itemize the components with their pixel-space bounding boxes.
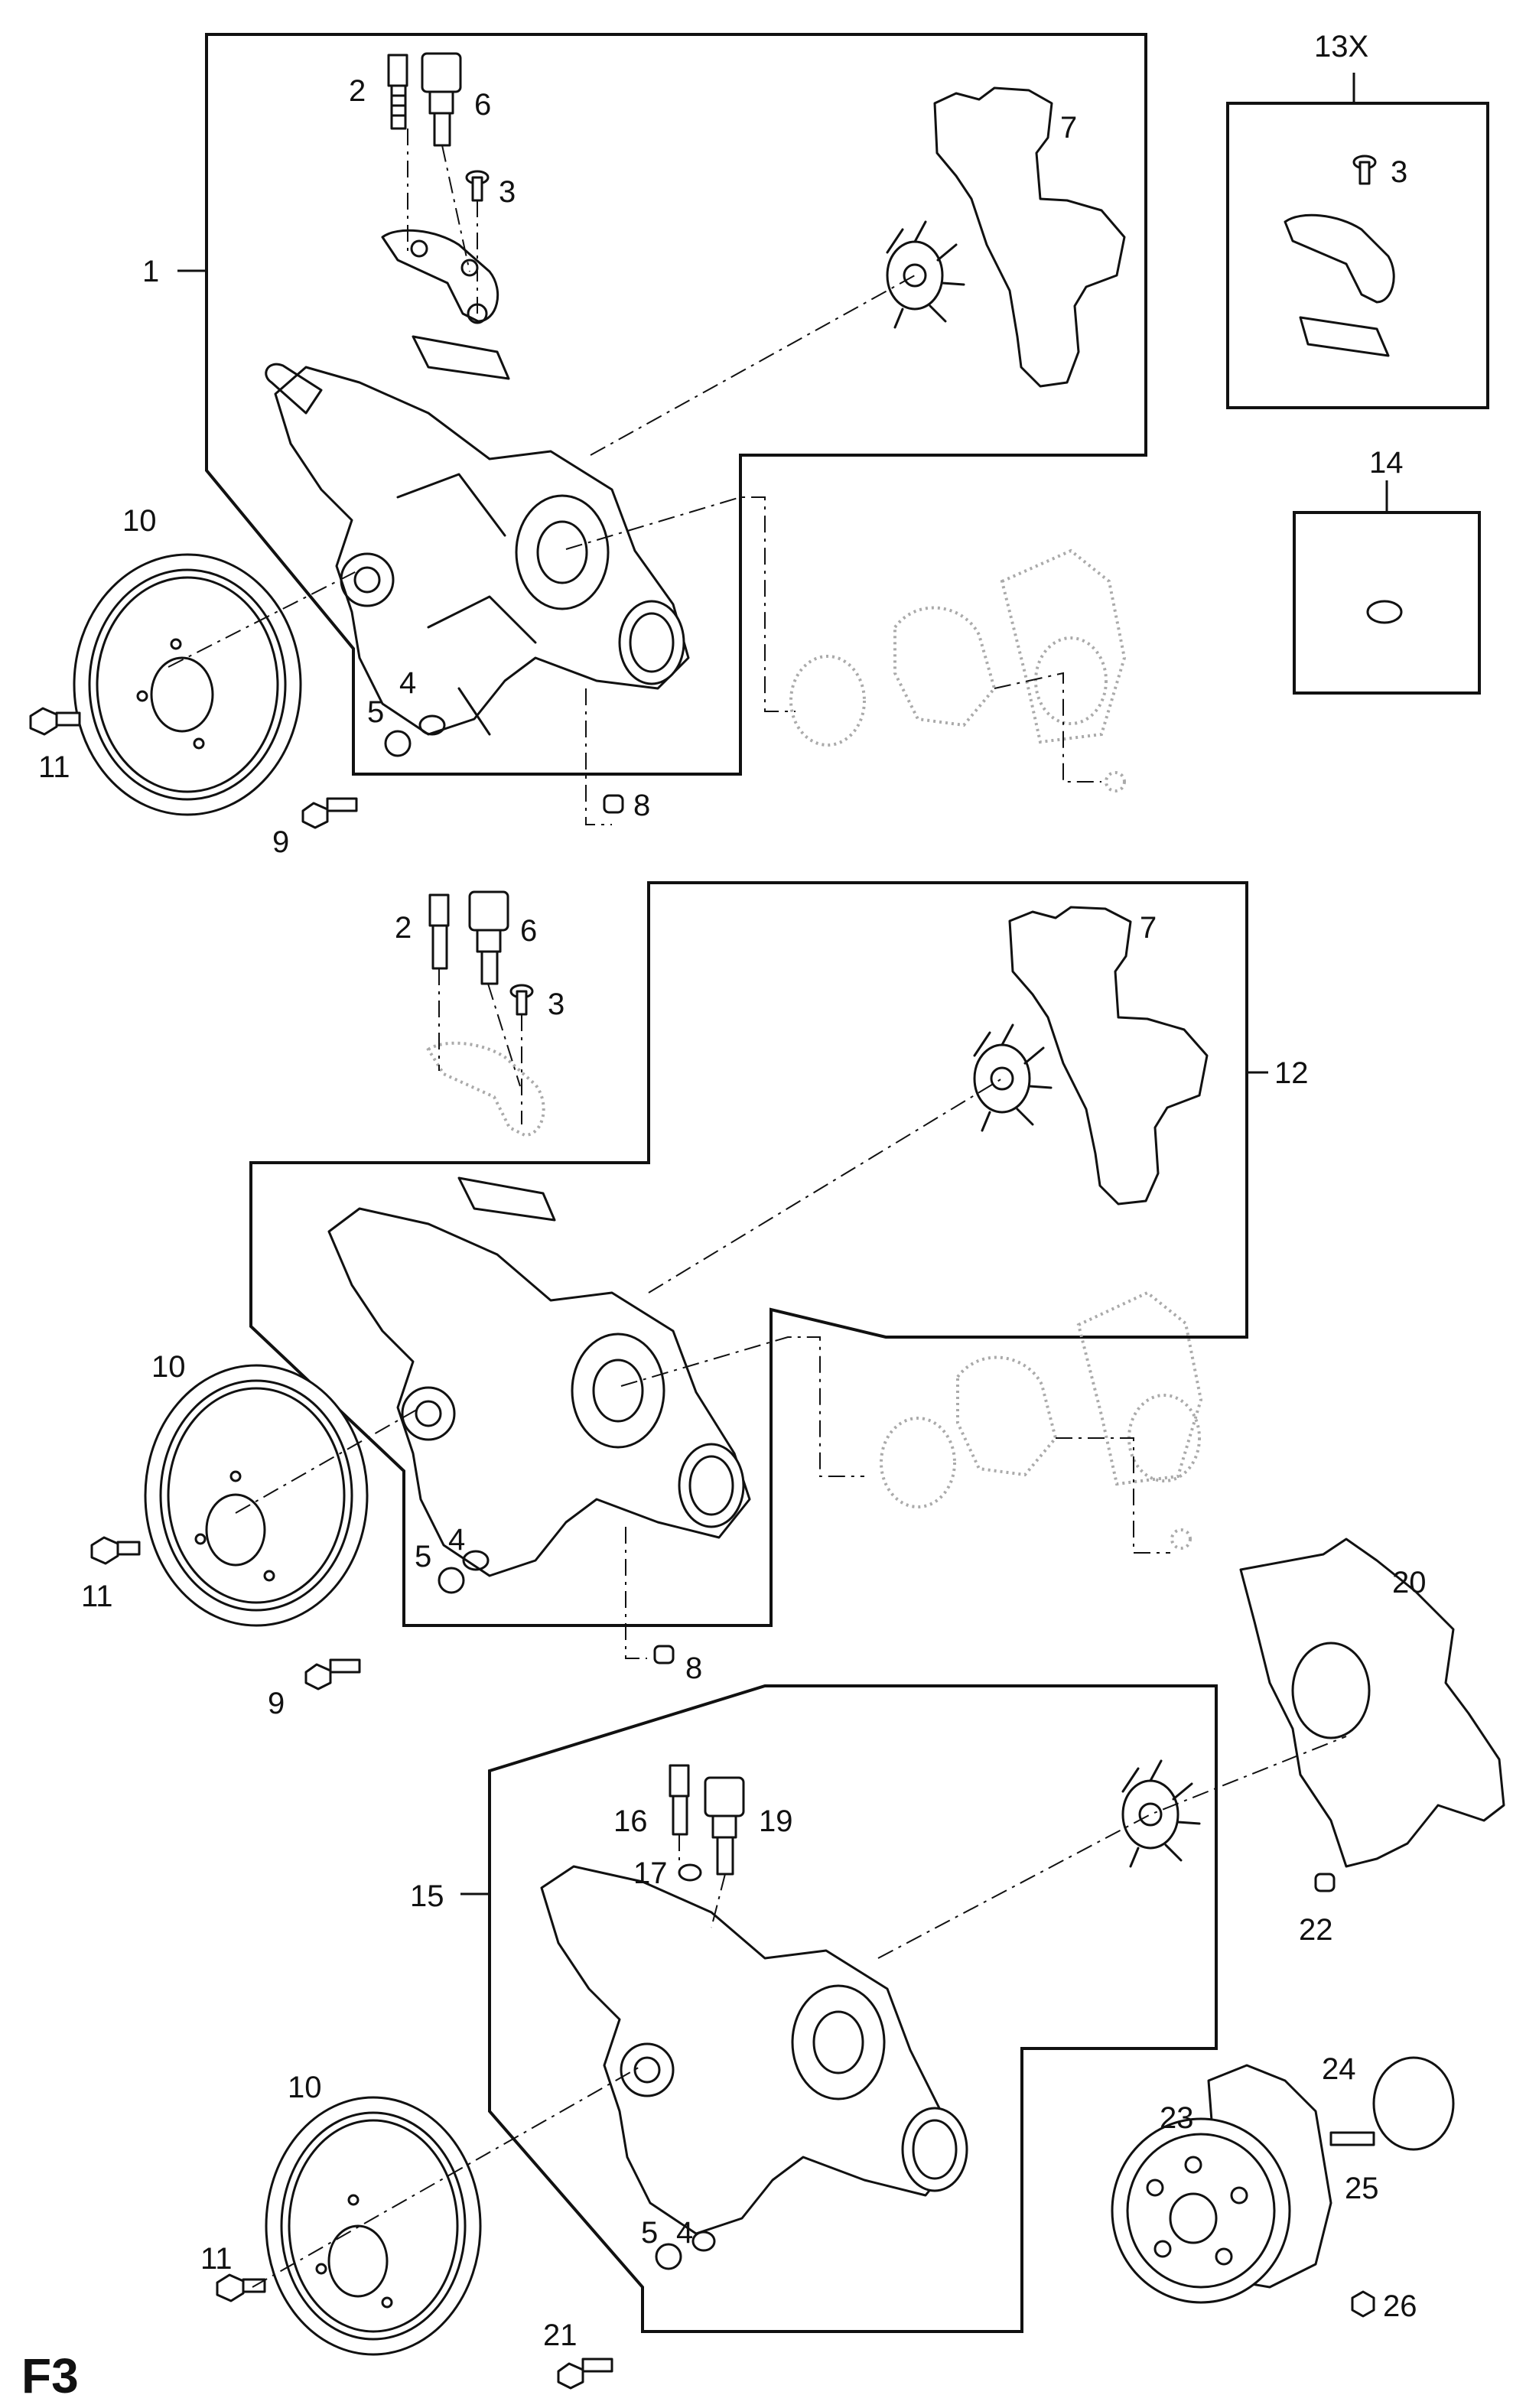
- screw-3: [509, 984, 534, 1016]
- bolt-9: [304, 1658, 361, 1690]
- water-pump-housing: [265, 363, 690, 736]
- bolt-16: [669, 1764, 690, 1836]
- callout-11-c: 11: [200, 2242, 233, 2276]
- small-gasket: [457, 1176, 556, 1222]
- small-gasket: [412, 335, 510, 380]
- water-pump-housing: [327, 1207, 751, 1577]
- callout-17: 17: [633, 1856, 668, 1890]
- bolt-11: [29, 707, 81, 736]
- callout-20: 20: [1392, 1566, 1427, 1599]
- bolt-5: [655, 2243, 682, 2270]
- water-pump-housing: [540, 1865, 968, 2235]
- kit-13x-parts: [1284, 155, 1395, 357]
- callout-3: 3: [499, 175, 516, 209]
- seal-17: [678, 1863, 702, 1882]
- callout-12: 12: [1274, 1056, 1309, 1090]
- screw-3: [465, 170, 490, 202]
- callout-8-b: 8: [685, 1651, 702, 1685]
- callout-5-c: 5: [641, 2216, 658, 2250]
- callout-5: 5: [367, 695, 384, 729]
- callout-10-c: 10: [288, 2071, 322, 2104]
- impeller: [1121, 1759, 1201, 1868]
- sensor-6: [421, 52, 462, 147]
- impeller: [886, 220, 965, 329]
- callout-2: 2: [349, 74, 366, 108]
- ghost-thermostat-group: [789, 548, 1127, 792]
- callout-13x: 13X: [1314, 30, 1368, 63]
- pulley: [144, 1364, 369, 1627]
- callout-24: 24: [1322, 2052, 1356, 2086]
- plug-8: [653, 1645, 675, 1664]
- stud-25: [1329, 2131, 1375, 2146]
- bolt-2: [428, 893, 450, 970]
- callout-15: 15: [410, 1879, 444, 1913]
- ghost-thermostat-group: [880, 1290, 1203, 1550]
- callout-22: 22: [1299, 1913, 1333, 1947]
- callout-23: 23: [1160, 2101, 1194, 2135]
- water-pump-23: [1111, 2064, 1332, 2304]
- callout-7: 7: [1060, 111, 1077, 145]
- sensor-6: [468, 890, 509, 985]
- sensor-19: [704, 1776, 745, 1876]
- bolt-21: [557, 2358, 613, 2390]
- gasket-20: [1239, 1538, 1505, 1868]
- sensor-bracket: [381, 229, 499, 324]
- callout-10: 10: [122, 504, 157, 538]
- callout-5-b: 5: [415, 1540, 431, 1573]
- nut-26: [1351, 2290, 1375, 2318]
- gasket-7: [1008, 906, 1209, 1206]
- callout-21: 21: [543, 2319, 578, 2352]
- section-1-parts: [29, 52, 1127, 829]
- callout-4-b: 4: [448, 1523, 465, 1557]
- plug-22: [1314, 1873, 1336, 1892]
- section-12-parts: [90, 890, 1209, 1690]
- callout-16: 16: [613, 1804, 648, 1838]
- callout-25: 25: [1345, 2172, 1379, 2205]
- callout-4: 4: [399, 666, 416, 700]
- washer-4: [691, 2231, 716, 2252]
- callout-26: 26: [1383, 2289, 1417, 2323]
- callout-1: 1: [142, 255, 159, 288]
- washer-4: [462, 1550, 490, 1571]
- o-ring-14: [1366, 600, 1403, 624]
- callout-6-b: 6: [520, 914, 537, 948]
- section-15-parts: [216, 1736, 1347, 2390]
- bolt-5: [438, 1567, 465, 1594]
- kit-frame-1: [205, 33, 1147, 776]
- kit-frame-12: [249, 881, 1248, 1627]
- callout-11: 11: [38, 750, 70, 784]
- callout-7-b: 7: [1140, 911, 1157, 945]
- callout-10-b: 10: [151, 1350, 186, 1384]
- bolt-11: [216, 2273, 266, 2302]
- kit-frame-15: [488, 1684, 1218, 2333]
- gasket-7: [933, 86, 1126, 388]
- callout-14: 14: [1369, 446, 1404, 480]
- callout-19: 19: [759, 1804, 793, 1838]
- pulley: [73, 553, 302, 816]
- callout-9: 9: [272, 825, 289, 859]
- plug-8: [603, 794, 624, 814]
- bolt-9: [301, 797, 358, 829]
- callout-3-kit: 3: [1391, 155, 1407, 189]
- o-ring-24: [1372, 2056, 1455, 2151]
- callout-4-c: 4: [676, 2216, 693, 2250]
- gasket-20-opening: [1291, 1642, 1371, 1739]
- bolt-5: [384, 730, 412, 757]
- washer-4: [418, 714, 446, 736]
- sensor-bracket-ghost: [426, 1041, 545, 1137]
- pulley: [265, 2096, 482, 2356]
- callout-8: 8: [633, 789, 650, 822]
- callout-6: 6: [474, 88, 491, 122]
- callout-9-b: 9: [268, 1687, 285, 1720]
- page-code: F3: [21, 2348, 79, 2403]
- callout-2-b: 2: [395, 911, 412, 945]
- callout-11-b: 11: [81, 1580, 113, 1613]
- kit-frame-14: [1293, 511, 1481, 695]
- bolt-2: [387, 54, 408, 130]
- callout-3-b: 3: [548, 988, 565, 1021]
- impeller: [973, 1023, 1053, 1132]
- bolt-11: [90, 1536, 141, 1565]
- kit-frame-13x: [1226, 102, 1489, 409]
